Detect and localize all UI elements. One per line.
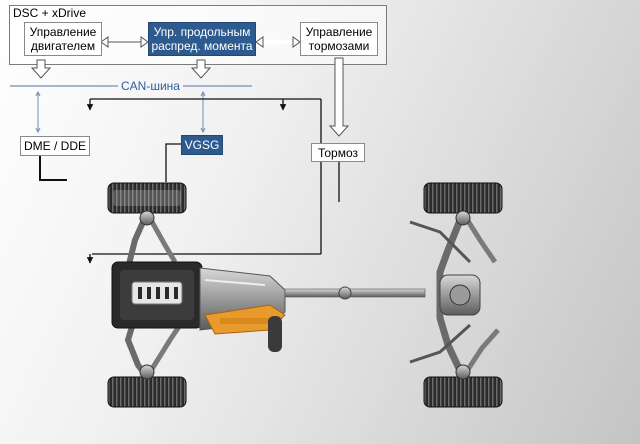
arrow-brake-down <box>328 57 350 137</box>
brake-control-line2: тормозами <box>308 39 370 53</box>
bus-drop-vgsg <box>200 90 206 134</box>
dme-dde-label: DME / DDE <box>23 139 86 153</box>
vgsg-box: VGSG <box>181 135 223 155</box>
connector-torque-brake <box>255 36 301 48</box>
frame-title: DSC + xDrive <box>13 6 87 20</box>
engine-control-line1: Управление <box>29 25 97 39</box>
torque-distribution-line1: Упр. продольным <box>153 25 251 39</box>
rear-right-wheel <box>423 376 503 408</box>
vgsg-label: VGSG <box>184 138 220 152</box>
chassis-illustration <box>107 182 503 408</box>
rear-left-wheel <box>423 182 503 214</box>
arrow-torque-down <box>190 59 212 79</box>
signal-loop <box>86 98 322 264</box>
dme-dde-box: DME / DDE <box>20 136 90 156</box>
bus-drop-dme <box>35 90 41 134</box>
brake-control-box: Управление тормозами <box>300 22 378 56</box>
vgsg-leader <box>165 143 182 182</box>
arrow-engine-down <box>30 59 52 79</box>
brake-control-line1: Управление <box>305 25 373 39</box>
torque-distribution-box: Упр. продольным распред. момента <box>148 22 256 56</box>
brake-label: Тормоз <box>317 145 359 160</box>
front-left-wheel <box>107 182 187 214</box>
torque-distribution-line2: распред. момента <box>151 39 253 53</box>
brake-box: Тормоз <box>311 143 365 162</box>
engine-control-line2: двигателем <box>30 39 96 53</box>
can-bus-label: CAN-шина <box>118 79 183 93</box>
connector-engine-torque <box>100 36 149 48</box>
front-right-wheel <box>107 376 187 408</box>
engine-control-box: Управление двигателем <box>24 22 102 56</box>
dme-tail-line <box>39 156 67 181</box>
